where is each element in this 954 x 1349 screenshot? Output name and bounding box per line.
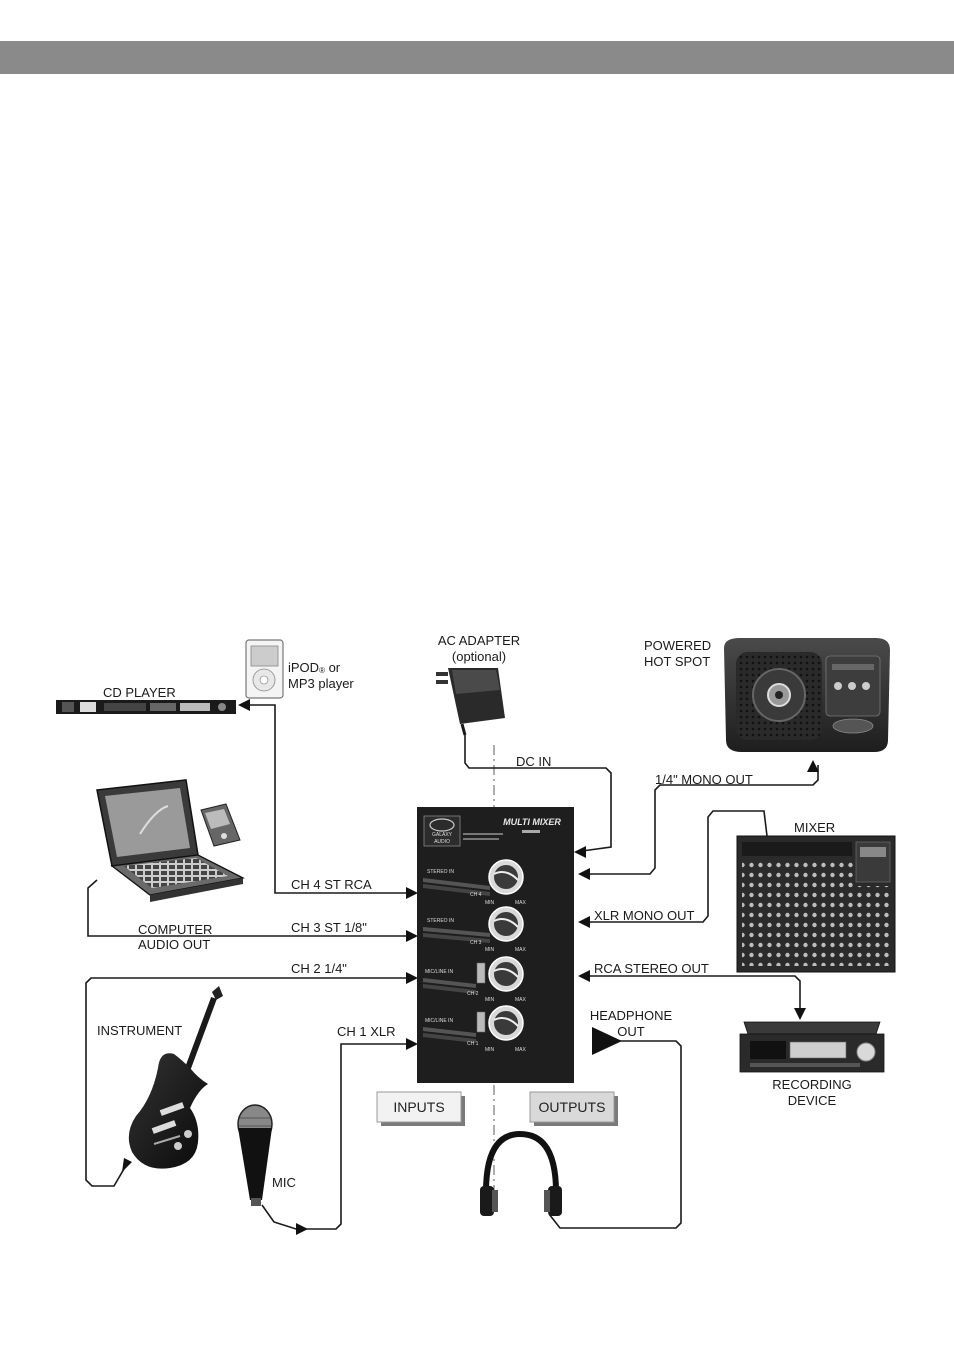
powered-hot-spot-speaker xyxy=(724,638,890,752)
svg-text:MIN: MIN xyxy=(485,997,495,1003)
svg-text:MIN: MIN xyxy=(485,947,495,953)
hot-spot-label-line2: HOT SPOT xyxy=(644,654,710,669)
computer-laptop xyxy=(96,779,246,902)
svg-text:MIC/LINE IN: MIC/LINE IN xyxy=(425,969,453,975)
inputs-tag-label: INPUTS xyxy=(393,1099,444,1115)
instrument-label: INSTRUMENT xyxy=(97,1023,182,1038)
ac-adapter-label-line1: AC ADAPTER xyxy=(438,633,520,648)
svg-text:STEREO IN: STEREO IN xyxy=(427,869,454,875)
computer-label-line1: COMPUTER xyxy=(138,922,212,937)
computer-label-line2: AUDIO OUT xyxy=(138,937,210,952)
ch4-label: CH 4 ST RCA xyxy=(291,877,372,892)
ipod-label-line2: MP3 player xyxy=(288,676,354,691)
svg-text:CH 2: CH 2 xyxy=(467,991,479,997)
cd-player-label: CD PLAYER xyxy=(103,685,176,700)
svg-text:MAX: MAX xyxy=(515,900,527,906)
svg-text:MIC/LINE IN: MIC/LINE IN xyxy=(425,1018,453,1024)
channel-strip-ch1: MIC/LINE IN CH 1 MIN MAX xyxy=(423,1005,527,1053)
svg-text:MAX: MAX xyxy=(515,997,527,1003)
headphones xyxy=(480,1130,562,1216)
cables xyxy=(85,704,819,1230)
mixing-console xyxy=(736,835,896,973)
svg-text:MIN: MIN xyxy=(485,900,495,906)
svg-text:MAX: MAX xyxy=(515,1047,527,1053)
svg-text:CH 3: CH 3 xyxy=(470,940,482,946)
hot-spot-label-line1: POWERED xyxy=(644,638,711,653)
recording-label-line1: RECORDING xyxy=(772,1077,851,1092)
svg-text:STEREO IN: STEREO IN xyxy=(427,918,454,924)
svg-text:CH 1: CH 1 xyxy=(467,1041,479,1047)
outputs-tag-label: OUTPUTS xyxy=(539,1099,606,1115)
microphone xyxy=(237,1104,273,1206)
multi-mixer-device: GALAXY AUDIO MULTI MIXER STEREO IN CH 4 … xyxy=(417,807,574,1083)
svg-text:CH 4: CH 4 xyxy=(470,892,482,898)
pda-device xyxy=(200,803,241,847)
ch2-label: CH 2 1/4" xyxy=(291,961,347,976)
svg-text:MIN: MIN xyxy=(485,1047,495,1053)
dc-in-label: DC IN xyxy=(516,754,551,769)
ac-adapter xyxy=(436,668,505,736)
brand-line1: GALAXY xyxy=(432,832,453,838)
mixer-label: MIXER xyxy=(794,820,835,835)
mono-out-quarter-label: 1/4" MONO OUT xyxy=(655,772,753,787)
rca-stereo-out-label: RCA STEREO OUT xyxy=(594,961,709,976)
outputs-tag: OUTPUTS xyxy=(529,1091,618,1126)
headphone-label-line2: OUT xyxy=(617,1024,645,1039)
cd-player xyxy=(56,700,236,714)
ch1-mic-line-switch[interactable] xyxy=(476,1011,486,1033)
brand-line2: AUDIO xyxy=(434,839,450,845)
mic-label: MIC xyxy=(272,1175,296,1190)
electric-guitar xyxy=(128,986,223,1169)
ipod-player xyxy=(245,639,284,699)
xlr-mono-out-label: XLR MONO OUT xyxy=(594,908,694,923)
channel-strip-ch4: STEREO IN CH 4 MIN MAX xyxy=(423,859,527,906)
channel-strip-ch2: MIC/LINE IN CH 2 MIN MAX xyxy=(423,956,527,1003)
svg-text:MAX: MAX xyxy=(515,947,527,953)
recording-device xyxy=(739,1021,885,1073)
ipod-label-line1: iPOD® or xyxy=(288,660,341,675)
headphone-label-line1: HEADPHONE xyxy=(590,1008,673,1023)
recording-label-line2: DEVICE xyxy=(788,1093,837,1108)
ac-adapter-label-line2: (optional) xyxy=(452,649,506,664)
channel-strip-ch3: STEREO IN CH 3 MIN MAX xyxy=(423,906,527,953)
ch1-label: CH 1 XLR xyxy=(337,1024,396,1039)
cable-arrows xyxy=(122,699,819,1235)
ch3-label: CH 3 ST 1/8" xyxy=(291,920,367,935)
device-title: MULTI MIXER xyxy=(503,817,561,827)
ch2-mic-line-switch[interactable] xyxy=(476,962,486,984)
inputs-tag: INPUTS xyxy=(376,1091,465,1126)
header-bar xyxy=(0,41,954,74)
